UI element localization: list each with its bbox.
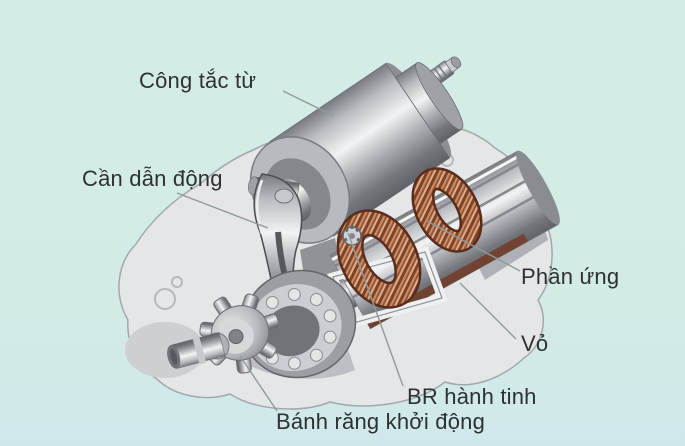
label-drive-lever: Cần dẫn động [82,166,223,191]
label-planetary-gear: BR hành tinh [407,384,537,409]
leader-banh-rang-khoi-dong [239,355,278,412]
leader-cong-tac-tu [282,90,335,117]
armature-winding-rear [411,167,483,253]
label-armature: Phần ứng [521,264,620,289]
output-shaft [167,332,226,369]
label-solenoid-switch: Công tắc từ [139,68,257,93]
planetary-gear [342,225,362,246]
leader-br-hanh-tinh [347,232,404,387]
leader-lines [176,90,521,412]
bearing-ring [241,269,357,379]
lever-pivot-pin [274,188,294,204]
armature-winding-front [336,209,422,309]
label-starter-pinion-gear: Bánh răng khởi động [276,409,486,434]
leader-phan-ung [426,220,521,272]
leader-can-dan-dong [176,192,269,229]
leader-vo [459,282,517,340]
label-housing: Vỏ [521,331,549,356]
